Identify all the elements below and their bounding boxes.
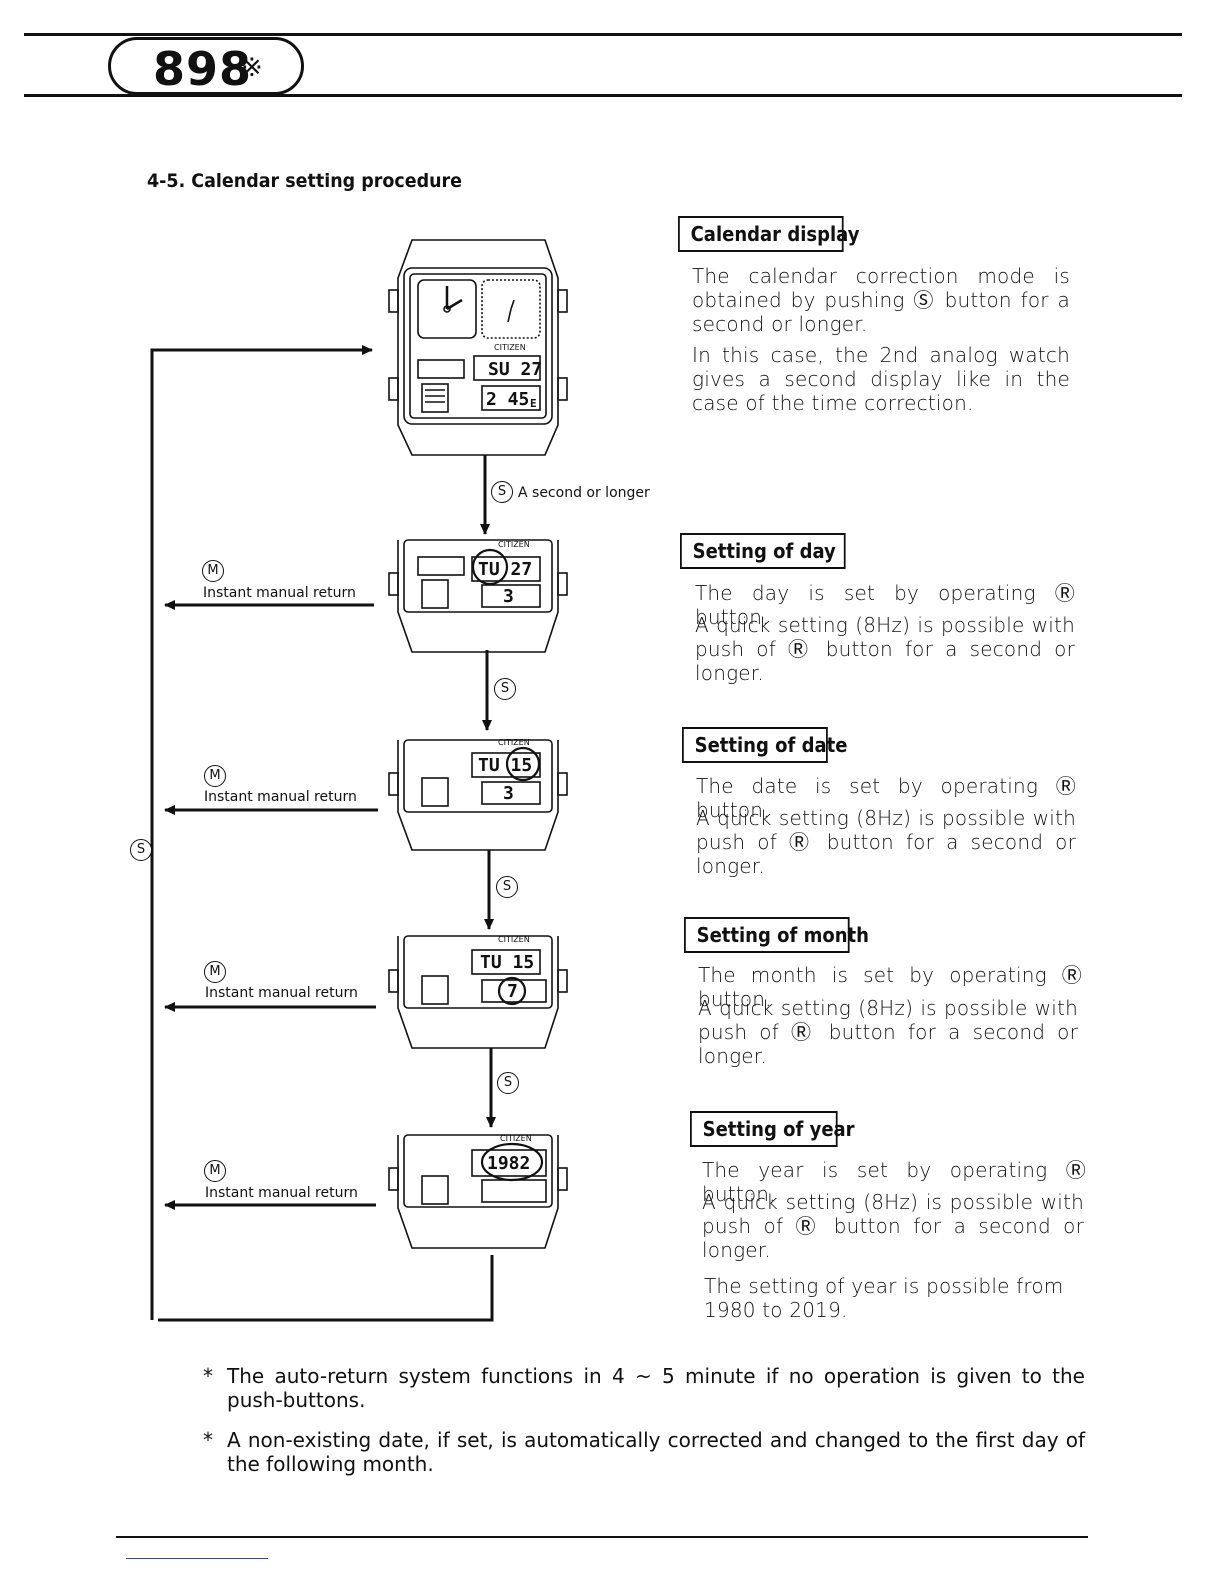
watch-4-upper-lcd: TU 15 (480, 952, 534, 973)
footnote: * The auto-return system functions in 4 … (203, 1364, 1085, 1412)
watch-3-lower-lcd: 3 (503, 783, 514, 804)
footer-short-rule (126, 1558, 268, 1559)
m-button-marker: M (204, 765, 226, 787)
watch-setting-month (388, 935, 568, 1049)
step-paragraph: The date is set by operating Ⓡ button. (696, 774, 1076, 822)
footnote-marker: * (203, 1364, 213, 1388)
step-heading: Calendar display (678, 216, 859, 252)
watch-4-lower-lcd: 7 (507, 981, 518, 1002)
first-step-label: A second or longer (518, 485, 650, 501)
return-label: Instant manual return (203, 585, 356, 601)
return-arrows (164, 600, 378, 1210)
loop-line (150, 345, 494, 1322)
watch-1-lower-suffix: E (530, 397, 537, 410)
model-number: 898 (153, 42, 253, 96)
step-paragraph: A quick setting (8Hz) is possible with p… (702, 1190, 1084, 1262)
step-paragraph: In this case, the 2nd analog watch gives… (692, 343, 1070, 415)
step-heading: Setting of month (684, 917, 869, 953)
brand-label: CITIZEN (498, 738, 530, 747)
step-paragraph: The month is set by operating Ⓡ button. (698, 963, 1082, 1011)
footer-rule (116, 1536, 1088, 1538)
return-label: Instant manual return (205, 985, 358, 1001)
footnote-text: The auto-return system functions in 4 ~ … (227, 1364, 1085, 1412)
brand-label: CITIZEN (498, 935, 530, 944)
return-label: Instant manual return (205, 1185, 358, 1201)
step-heading: Setting of day (680, 533, 846, 569)
step-heading: Setting of date (682, 727, 847, 763)
step-paragraph: The calendar correction mode is obtained… (692, 264, 1070, 336)
brand-labels: CITIZEN CITIZEN CITIZEN CITIZEN CITIZEN (494, 343, 532, 1143)
step-heading: Setting of year (690, 1111, 855, 1147)
step-paragraph: A quick setting (8Hz) is possible with p… (696, 806, 1076, 878)
watch-3-upper-lcd: TU 15 (478, 755, 532, 776)
step-paragraph: The setting of year is possible from 198… (704, 1274, 1064, 1322)
step-paragraph: A quick setting (8Hz) is possible with p… (695, 613, 1075, 685)
model-badge: 898 ※ (108, 37, 304, 96)
watch-1-upper-lcd: SU 27 (488, 359, 542, 380)
m-button-marker: M (204, 1160, 226, 1182)
s-button-marker: S (497, 1072, 519, 1094)
brand-label: CITIZEN (498, 540, 530, 549)
watch-setting-date (388, 739, 568, 851)
header-top-rule (24, 33, 1182, 36)
footnote: * A non-existing date, if set, is automa… (203, 1428, 1085, 1476)
m-button-marker: M (202, 560, 224, 582)
step-paragraph: The day is set by operating Ⓡ button. (695, 581, 1075, 629)
s-button-marker-loop: S (130, 839, 152, 861)
watch-2-upper-lcd: TU 27 (478, 559, 532, 580)
watch-calendar-display (388, 239, 568, 456)
m-button-marker: M (204, 961, 226, 983)
s-button-marker: S (491, 481, 513, 503)
return-label: Instant manual return (204, 789, 357, 805)
brand-label: CITIZEN (500, 1134, 532, 1143)
watch-2-lower-lcd: 3 (503, 586, 514, 607)
s-button-marker: S (496, 876, 518, 898)
step-arrows (480, 455, 496, 1128)
footnote-text: A non-existing date, if set, is automati… (227, 1428, 1085, 1476)
watch-setting-year (388, 1134, 568, 1249)
watch-setting-day (388, 539, 568, 653)
s-button-marker: S (494, 678, 516, 700)
header-bottom-rule (24, 94, 1182, 97)
watch-5-upper-lcd: 1982 (487, 1153, 530, 1174)
lcd-readouts: SU 27 2 45 E TU 27 3 TU 15 3 TU 15 7 198… (478, 359, 542, 1174)
section-title: 4-5. Calendar setting procedure (147, 170, 463, 192)
brand-label: CITIZEN (494, 343, 526, 352)
model-mark: ※ (241, 52, 263, 82)
watch-1-lower-lcd: 2 45 (486, 389, 529, 410)
step-paragraph: The year is set by operating Ⓡ button. (702, 1158, 1086, 1206)
step-paragraph: A quick setting (8Hz) is possible with p… (698, 996, 1078, 1068)
footnote-marker: * (203, 1428, 213, 1452)
